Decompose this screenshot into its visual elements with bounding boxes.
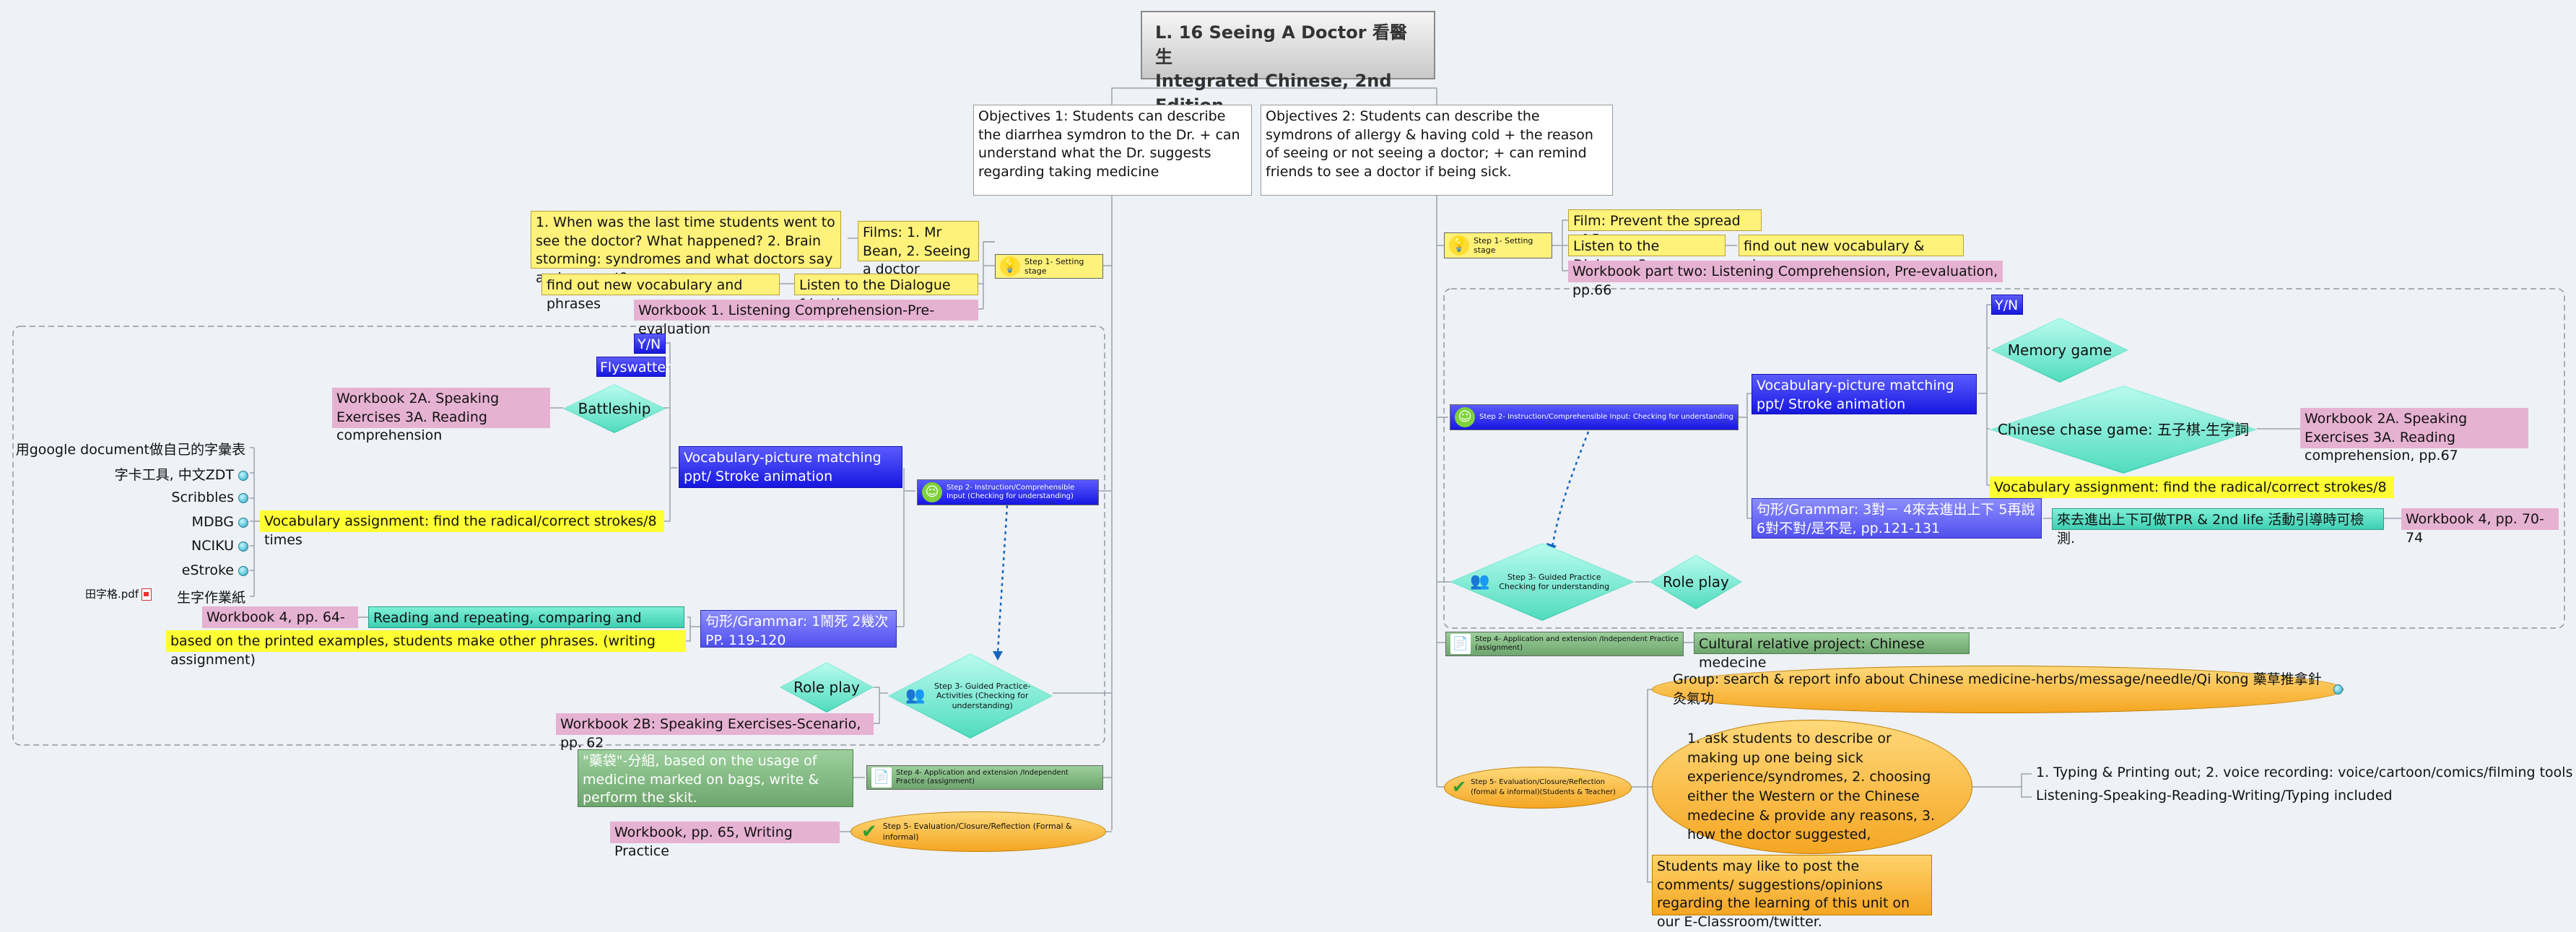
people-icon: 👥 [905, 686, 926, 705]
left-step2-battleship[interactable]: Battleship [563, 384, 666, 433]
right-step5-post-comments[interactable]: Students may like to post the comments/ … [1652, 855, 1932, 930]
checkmark-icon: ✔ [1452, 777, 1467, 798]
circle-bullet-icon [238, 470, 248, 481]
left-step1-vocab[interactable]: find out new vocabulary and phrases [541, 274, 780, 312]
right-step1-listen[interactable]: Listen to the Dialogue 2 [1568, 235, 1726, 273]
right-step2-grammar[interactable]: 句形/Grammar: 3對－ 4來去進出上下 5再說 6對不對/是不是, pp… [1752, 498, 2042, 539]
right-step1-vocab[interactable]: find out new vocabulary & phrases [1739, 235, 1964, 273]
left-step2-grammar[interactable]: 句形/Grammar: 1鬧死 2幾次 PP. 119-120 [700, 610, 897, 648]
central-topic[interactable]: L. 16 Seeing A Doctor 看醫生 Integrated Chi… [1141, 11, 1435, 116]
left-step2-vocab-matching[interactable]: Vocabulary-picture matching ppt/ Stroke … [679, 446, 902, 488]
circle-bullet-icon [238, 517, 248, 528]
smiley-icon: ☺ [922, 482, 942, 502]
circle-bullet-icon [238, 492, 248, 503]
right-step5-ask-students[interactable]: 1. ask students to describe or making up… [1652, 720, 1972, 854]
right-step2-instruction[interactable]: ☺ Step 2- Instruction/Comprehensible Inp… [1450, 404, 1739, 430]
left-step2-printed-examples[interactable]: based on the printed examples, students … [166, 630, 686, 668]
left-step1-films[interactable]: Films: 1. Mr Bean, 2. Seeing a doctor [858, 221, 979, 277]
left-step2-instruction[interactable]: ☺ Step 2- Instruction/Comprehensible Inp… [917, 479, 1099, 505]
right-step1-setting-stage[interactable]: 💡 Step 1- Setting stage [1444, 232, 1552, 258]
right-step4-application[interactable]: 📄 Step 4- Application and extension /Ind… [1445, 632, 1684, 656]
right-step5-group-report[interactable]: Group: search & report info about Chines… [1652, 666, 2344, 713]
right-step3-roleplay[interactable]: Role play [1650, 554, 1742, 609]
left-step5-workbook[interactable]: Workbook, pp. 65, Writing Practice [610, 822, 840, 859]
pdf-icon [142, 588, 152, 601]
checkmark-icon: ✔ [861, 820, 877, 842]
tool-mdbg[interactable]: MDBG [192, 514, 248, 530]
right-step2-vocab-matching[interactable]: Vocabulary-picture matching ppt/ Stroke … [1752, 374, 1977, 414]
lightbulb-icon: 💡 [1449, 235, 1469, 256]
circle-bullet-icon [238, 565, 248, 576]
left-step1-setting-stage[interactable]: 💡 Step 1- Setting stage [995, 254, 1103, 279]
document-icon: 📄 [871, 767, 892, 788]
left-step2-vocab-assignment[interactable]: Vocabulary assignment: find the radical/… [260, 510, 664, 548]
left-step1-listen[interactable]: Listen to the Dialogue 1(ppt) [794, 274, 978, 312]
right-step5-listening[interactable]: Listening-Speaking-Reading-Writing/Typin… [2036, 788, 2393, 803]
tool-estroke[interactable]: eStroke [182, 562, 248, 578]
right-step5-typing[interactable]: 1. Typing & Printing out; 2. voice recor… [2036, 765, 2573, 780]
lightbulb-icon: 💡 [1000, 256, 1020, 276]
tool-nciku[interactable]: NCIKU [191, 538, 248, 554]
right-step2-chase-game[interactable]: Chinese chase game: 五子棋-生字詞 [1990, 386, 2257, 474]
left-step2-reading[interactable]: Reading and repeating, comparing and dis… [368, 606, 684, 645]
right-step2-tpr[interactable]: 來去進出上下可做TPR & 2nd life 活動引導時可檢測. [2052, 508, 2384, 546]
right-step2-memory-game[interactable]: Memory game [1991, 318, 2128, 383]
document-icon: 📄 [1450, 634, 1471, 654]
left-step4-application[interactable]: 📄 Step 4- Application and extension /Ind… [866, 765, 1103, 790]
left-step3-roleplay[interactable]: Role play [780, 662, 874, 713]
right-step2-yn[interactable]: Y/N [1991, 295, 2023, 315]
left-step2-workbook4[interactable]: Workbook 4, pp. 64-65 [202, 606, 358, 644]
right-step5-evaluation[interactable]: ✔ Step 5- Evaluation/Closure/Reflection … [1444, 767, 1632, 809]
tool-google-doc[interactable]: 用google document做自己的字彙表 [15, 442, 245, 458]
left-step1-question[interactable]: 1. When was the last time students went … [531, 211, 841, 286]
right-step1-film[interactable]: Film: Prevent the spread of flu [1568, 209, 1762, 248]
right-step2-workbook4[interactable]: Workbook 4, pp. 70-74 [2401, 508, 2559, 546]
tool-scribbles[interactable]: Scribbles [171, 489, 248, 505]
tool-zdt[interactable]: 字卡工具, 中文ZDT [115, 464, 248, 484]
right-step2-workbook2a[interactable]: Workbook 2A. Speaking Exercises 3A. Read… [2300, 408, 2528, 463]
left-step2-yn[interactable]: Y/N [634, 334, 666, 354]
left-step1-workbook[interactable]: Workbook 1. Listening Comprehension-Pre-… [634, 300, 978, 337]
left-step4-task[interactable]: "藥袋"-分組, based on the usage of medicine … [578, 749, 853, 807]
circle-bullet-icon [2333, 684, 2343, 694]
left-step3-guided-practice[interactable]: 👥 Step 3- Guided Practice-Activities (Ch… [888, 653, 1053, 739]
left-step2-flyswatter[interactable]: Flyswatter [596, 357, 671, 377]
circle-bullet-icon [238, 541, 248, 552]
right-step1-workbook[interactable]: Workbook part two: Listening Comprehensi… [1568, 261, 2003, 298]
objective-2[interactable]: Objectives 2: Students can describe the … [1261, 105, 1613, 196]
right-step4-project[interactable]: Cultural relative project: Chinese medec… [1694, 632, 1970, 671]
left-step5-evaluation[interactable]: ✔ Step 5- Evaluation/Closure/Reflection … [850, 811, 1106, 852]
right-step2-vocab-assignment[interactable]: Vocabulary assignment: find the radical/… [1990, 476, 2394, 514]
people-icon: 👥 [1470, 572, 1490, 591]
left-step3-workbook2b[interactable]: Workbook 2B: Speaking Exercises-Scenario… [556, 713, 874, 751]
objective-1[interactable]: Objectives 1: Students can describe the … [973, 105, 1252, 196]
central-title: L. 16 Seeing A Doctor 看醫生 [1155, 22, 1407, 67]
left-step2-workbook2a[interactable]: Workbook 2A. Speaking Exercises 3A. Read… [332, 388, 550, 443]
tianzige-pdf-link[interactable]: 田字格.pdf [85, 586, 152, 601]
tool-worksheet[interactable]: 生字作業紙 [176, 590, 245, 606]
right-step3-guided-practice[interactable]: 👥 Step 3- Guided Practice Checking for u… [1450, 543, 1635, 621]
smiley-icon: ☺ [1455, 407, 1475, 427]
